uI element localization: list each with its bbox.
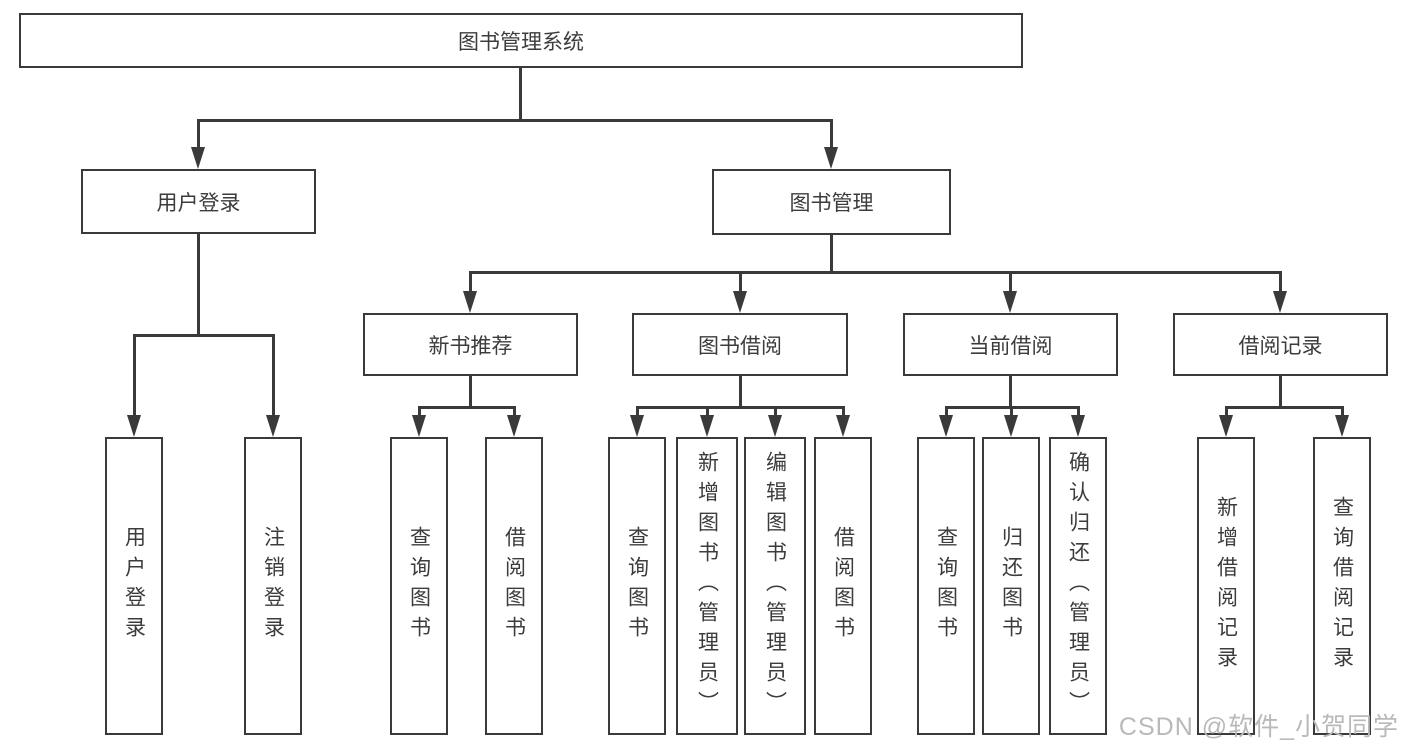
node-query-books-2: 查询图书 bbox=[608, 437, 666, 735]
connector-stem bbox=[944, 407, 948, 417]
arrow-down-icon bbox=[630, 415, 644, 437]
connector-stem bbox=[512, 407, 516, 417]
arrow-down-icon bbox=[412, 415, 426, 437]
node-query-borrow-record: 查询借阅记录 bbox=[1313, 437, 1371, 735]
node-label: 用户登录 bbox=[156, 191, 241, 215]
connector-trunk bbox=[1008, 376, 1012, 409]
connector-trunk bbox=[1278, 376, 1282, 409]
node-root: 图书管理系统 bbox=[19, 13, 1023, 68]
node-query-books-3: 查询图书 bbox=[917, 437, 975, 735]
connector-stem bbox=[773, 407, 777, 417]
connector-stem bbox=[635, 407, 639, 417]
arrow-down-icon bbox=[1071, 415, 1085, 437]
connector-stem bbox=[271, 335, 275, 417]
node-label: 查询借阅记录 bbox=[1330, 496, 1354, 676]
node-query-books-1: 查询图书 bbox=[390, 437, 448, 735]
arrow-down-icon bbox=[507, 415, 521, 437]
node-label: 确认归还（管理员） bbox=[1066, 451, 1090, 721]
node-user-login-action: 用户登录 bbox=[105, 437, 163, 735]
connector-trunk bbox=[738, 376, 742, 409]
connector-stem bbox=[1224, 407, 1228, 417]
node-label: 借阅图书 bbox=[831, 526, 855, 646]
node-logout-action: 注销登录 bbox=[244, 437, 302, 735]
arrow-down-icon bbox=[1335, 415, 1349, 437]
arrow-down-icon bbox=[1273, 291, 1287, 313]
arrow-down-icon bbox=[266, 415, 280, 437]
node-user-login: 用户登录 bbox=[81, 169, 316, 234]
connector-stem bbox=[1278, 272, 1282, 293]
node-return-books: 归还图书 bbox=[982, 437, 1040, 735]
connector-rail bbox=[468, 270, 1282, 274]
connector-stem bbox=[705, 407, 709, 417]
node-book-borrowing: 图书借阅 bbox=[632, 313, 848, 376]
node-label: 用户登录 bbox=[122, 526, 146, 646]
node-label: 归还图书 bbox=[999, 526, 1023, 646]
connector-rail bbox=[417, 405, 516, 409]
arrow-down-icon bbox=[939, 415, 953, 437]
arrow-down-icon bbox=[768, 415, 782, 437]
node-label: 借阅记录 bbox=[1238, 334, 1323, 358]
connector-stem bbox=[829, 120, 833, 149]
watermark: CSDN @软件_小贺同学 bbox=[1118, 713, 1399, 741]
arrow-down-icon bbox=[1003, 291, 1017, 313]
arrow-down-icon bbox=[700, 415, 714, 437]
arrow-down-icon bbox=[1004, 415, 1018, 437]
node-label: 图书借阅 bbox=[698, 334, 782, 358]
connector-stem bbox=[417, 407, 421, 417]
connector-stem bbox=[738, 272, 742, 293]
node-confirm-return-admin: 确认归还（管理员） bbox=[1049, 437, 1107, 735]
connector-trunk bbox=[518, 68, 522, 122]
arrow-down-icon bbox=[836, 415, 850, 437]
connector-stem bbox=[132, 335, 136, 417]
node-label: 查询图书 bbox=[625, 526, 649, 646]
node-borrowing-records: 借阅记录 bbox=[1173, 313, 1388, 376]
connector-rail bbox=[635, 405, 845, 409]
connector-stem bbox=[1009, 407, 1013, 417]
arrow-down-icon bbox=[824, 147, 838, 169]
node-add-books-admin: 新增图书（管理员） bbox=[676, 437, 738, 735]
node-borrow-books-1: 借阅图书 bbox=[485, 437, 543, 735]
connector-stem bbox=[1008, 272, 1012, 293]
node-borrow-books-2: 借阅图书 bbox=[814, 437, 872, 735]
arrow-down-icon bbox=[191, 147, 205, 169]
connector-rail bbox=[1224, 405, 1344, 409]
node-label: 图书管理系统 bbox=[458, 30, 584, 54]
connector-trunk bbox=[829, 235, 833, 274]
connector-trunk bbox=[468, 376, 472, 409]
node-label: 新书推荐 bbox=[428, 334, 513, 358]
connector-trunk bbox=[196, 234, 200, 337]
node-label: 查询图书 bbox=[407, 526, 431, 646]
connector-stem bbox=[468, 272, 472, 293]
node-current-borrowing: 当前借阅 bbox=[903, 313, 1118, 376]
node-label: 借阅图书 bbox=[502, 526, 526, 646]
connector-rail bbox=[196, 118, 833, 122]
node-label: 新增图书（管理员） bbox=[695, 451, 719, 721]
connector-stem bbox=[1076, 407, 1080, 417]
arrow-down-icon bbox=[733, 291, 747, 313]
arrow-down-icon bbox=[463, 291, 477, 313]
connector-stem bbox=[841, 407, 845, 417]
arrow-down-icon bbox=[127, 415, 141, 437]
node-new-book-recommend: 新书推荐 bbox=[363, 313, 578, 376]
connector-rail bbox=[132, 333, 275, 337]
node-label: 注销登录 bbox=[261, 526, 285, 646]
connector-stem bbox=[196, 120, 200, 149]
arrow-down-icon bbox=[1219, 415, 1233, 437]
connector-stem bbox=[1340, 407, 1344, 417]
node-label: 编辑图书（管理员） bbox=[763, 451, 787, 721]
node-label: 图书管理 bbox=[789, 192, 874, 215]
node-label: 当前借阅 bbox=[968, 334, 1053, 358]
node-label: 查询图书 bbox=[934, 526, 958, 646]
node-label: 新增借阅记录 bbox=[1214, 496, 1238, 676]
node-add-borrow-record: 新增借阅记录 bbox=[1197, 437, 1255, 735]
node-edit-books-admin: 编辑图书（管理员） bbox=[744, 437, 806, 735]
node-book-management: 图书管理 bbox=[712, 169, 951, 235]
